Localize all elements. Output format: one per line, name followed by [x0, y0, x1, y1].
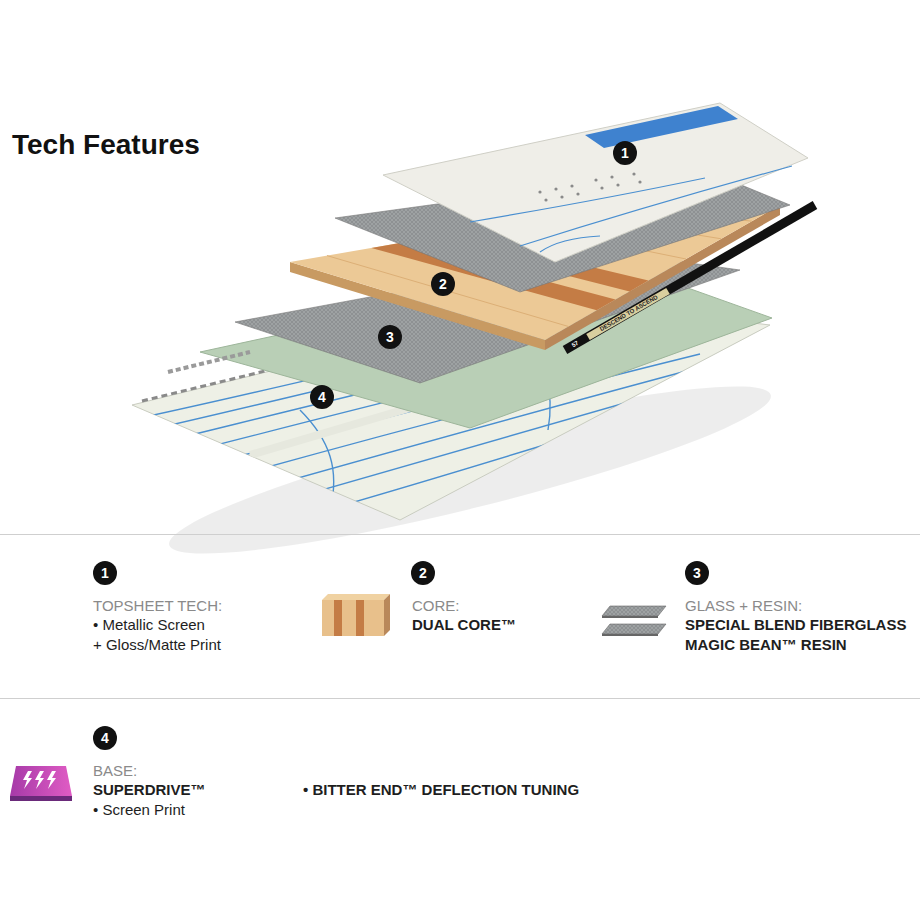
- callout-number: 3: [386, 330, 394, 344]
- callout-circle: 4: [93, 726, 117, 750]
- base-icon: [10, 766, 72, 801]
- sidewall-tag: [588, 291, 668, 337]
- feature-item: MAGIC BEAN™ RESIN: [685, 635, 847, 654]
- callout-number: 1: [101, 566, 109, 580]
- feature-item: • Screen Print: [93, 800, 185, 819]
- feature-item: • BITTER END™ DEFLECTION TUNING: [303, 780, 579, 799]
- topsheet: [383, 103, 808, 262]
- callout-circle: 3: [378, 325, 402, 349]
- callout-circle: 3: [685, 561, 709, 585]
- callout-number: 3: [693, 566, 701, 580]
- callout-number: 4: [318, 390, 326, 404]
- sidewall-number: 57: [571, 339, 580, 348]
- callout-circle: 2: [431, 272, 455, 296]
- feature-heading: GLASS + RESIN:: [685, 596, 802, 615]
- callout-circle: 1: [93, 561, 117, 585]
- core-icon: [322, 594, 390, 636]
- callout-circle: 4: [310, 385, 334, 409]
- sidewall-text: DESCEND TO ASCEND: [598, 294, 659, 333]
- feature-heading: TOPSHEET TECH:: [93, 596, 222, 615]
- callout-number: 2: [419, 566, 427, 580]
- feature-heading: CORE:: [412, 596, 460, 615]
- steel-edge: [168, 352, 250, 372]
- callout-circle: 1: [613, 141, 637, 165]
- callout-circle: 2: [411, 561, 435, 585]
- feature-item: SPECIAL BLEND FIBERGLASS: [685, 615, 906, 634]
- callout-number: 1: [621, 146, 629, 160]
- separator: [0, 534, 920, 535]
- page-title: Tech Features: [12, 128, 200, 162]
- feature-item: + Gloss/Matte Print: [93, 635, 221, 654]
- feature-item: DUAL CORE™: [412, 615, 516, 634]
- callout-number: 4: [101, 731, 109, 745]
- feature-heading: BASE:: [93, 761, 137, 780]
- feature-item: SUPERDRIVE™: [93, 780, 206, 799]
- feature-item: • Metallic Screen: [93, 615, 205, 634]
- separator: [0, 698, 920, 699]
- fiberglass-icon: [602, 606, 666, 636]
- callout-number: 2: [439, 277, 447, 291]
